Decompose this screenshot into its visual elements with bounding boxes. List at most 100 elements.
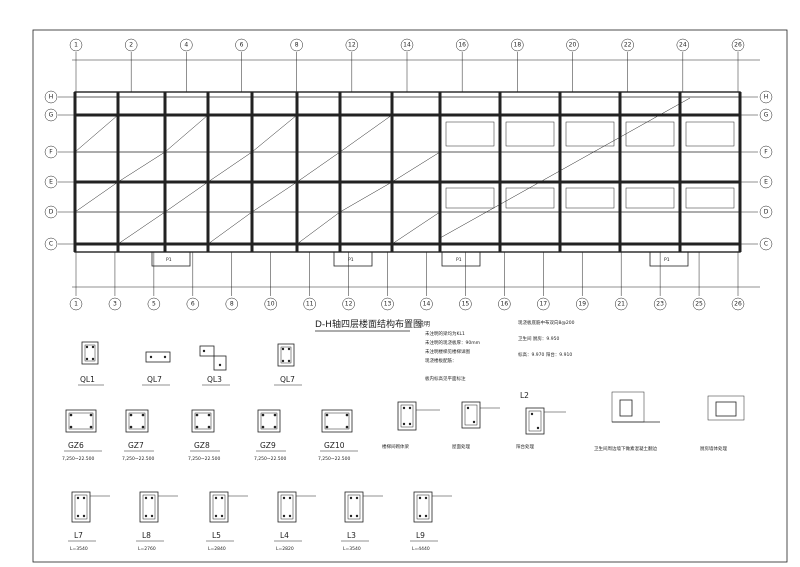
axis-label: 11 bbox=[306, 301, 314, 308]
annotation-leader bbox=[439, 97, 691, 239]
axis-label: G bbox=[49, 112, 54, 119]
axis-bubble bbox=[124, 38, 138, 52]
column-section bbox=[65, 409, 97, 433]
detail-label: GZ7 bbox=[128, 441, 144, 450]
slab-panel bbox=[505, 121, 555, 147]
detail-spec: L=3540 bbox=[343, 546, 361, 552]
axis-label: 8 bbox=[295, 42, 299, 49]
detail-label: QL7 bbox=[280, 375, 295, 384]
detail-label: L9 bbox=[416, 531, 425, 540]
slab-diagonal bbox=[296, 211, 341, 245]
slab-diagonal bbox=[251, 114, 298, 153]
note-line: 板内标高见平面标注 bbox=[425, 375, 466, 382]
axis-label: H bbox=[764, 94, 769, 101]
axis-label: 6 bbox=[191, 301, 195, 308]
axis-label: 4 bbox=[184, 42, 188, 49]
axis-label: E bbox=[49, 179, 53, 186]
wall-detail-a: 卫生间周边墙下做素混凝土翻边 bbox=[594, 391, 660, 452]
axis-bubble bbox=[345, 38, 359, 52]
rebar bbox=[273, 425, 277, 429]
rebar bbox=[349, 514, 353, 518]
axis-label: C bbox=[764, 241, 768, 248]
axis-bubble bbox=[69, 297, 83, 311]
rebar bbox=[355, 514, 359, 518]
rebar bbox=[349, 496, 353, 500]
section-note: 屋面处理 bbox=[452, 443, 470, 450]
slab-diagonal bbox=[117, 151, 166, 183]
detail-spec: L=2760 bbox=[138, 546, 156, 552]
rebar bbox=[418, 514, 422, 518]
axis-label: F bbox=[764, 149, 768, 156]
rebar bbox=[282, 496, 286, 500]
beam-section bbox=[139, 491, 159, 523]
axis-label: 16 bbox=[458, 42, 466, 49]
axis-label: 14 bbox=[423, 301, 431, 308]
axis-label: D bbox=[49, 209, 54, 216]
axis-label: 18 bbox=[514, 42, 522, 49]
rebar bbox=[150, 496, 154, 500]
axis-bubble bbox=[537, 297, 550, 311]
rebar bbox=[345, 413, 349, 417]
axis-label: 21 bbox=[617, 301, 625, 308]
rebar bbox=[76, 514, 80, 518]
slab-diagonal bbox=[296, 151, 341, 183]
detail-spec: L=3540 bbox=[70, 546, 88, 552]
slab-diagonal bbox=[251, 181, 298, 213]
stirrup bbox=[68, 412, 94, 430]
detail-ql3: QL3 bbox=[199, 345, 230, 386]
axis-bubble bbox=[511, 38, 524, 52]
axis-bubble bbox=[420, 297, 433, 311]
notes-heading: 说明 bbox=[418, 320, 430, 328]
axis-label: 8 bbox=[230, 301, 234, 308]
axis-bubble bbox=[44, 175, 58, 189]
axis-bubble bbox=[498, 297, 511, 311]
stirrup bbox=[280, 494, 294, 520]
axis-bubble bbox=[759, 205, 773, 219]
slab-diagonal bbox=[391, 211, 441, 245]
axis-label: 3 bbox=[113, 301, 117, 308]
axis-label: 20 bbox=[569, 42, 577, 49]
detail-ql7-b: QL7 bbox=[274, 343, 302, 386]
axis-bubble bbox=[731, 38, 745, 52]
beam-section bbox=[344, 491, 364, 523]
detail-label: GZ8 bbox=[194, 441, 210, 450]
detail-note: 卫生间周边墙下做素混凝土翻边 bbox=[594, 445, 657, 452]
column-section bbox=[257, 409, 281, 433]
detail-label: L4 bbox=[280, 531, 289, 540]
rebar bbox=[129, 425, 133, 429]
note-right-line: 现浇板底筋中布双向8@200 bbox=[518, 319, 575, 326]
detail-spec: 7,250~22.500 bbox=[254, 456, 287, 462]
axis-bubble bbox=[759, 145, 773, 159]
stirrup bbox=[324, 412, 350, 430]
rebar bbox=[424, 514, 428, 518]
axis-bubble bbox=[264, 297, 277, 311]
slab-panel bbox=[565, 121, 615, 147]
gz-detail-row: GZ67,250~22.500GZ77,250~22.500GZ87,250~2… bbox=[62, 409, 358, 462]
rebar bbox=[325, 425, 329, 429]
slab-diagonal bbox=[164, 181, 209, 213]
axis-bubble bbox=[566, 38, 579, 52]
detail-label: QL1 bbox=[80, 375, 95, 384]
axis-bubble bbox=[147, 297, 161, 311]
rebar bbox=[288, 514, 292, 518]
slab-diagonal bbox=[74, 114, 119, 153]
note-line: 现浇楼板配筋： bbox=[425, 357, 457, 364]
rebar bbox=[150, 514, 154, 518]
axis-label: 10 bbox=[267, 301, 275, 308]
note-right-line: 标高：9.970 阳台：9.910 bbox=[518, 351, 572, 358]
stair-label: P1 bbox=[166, 257, 172, 263]
detail-spec: L=2820 bbox=[276, 546, 294, 552]
l-detail-row: L7L=3540L8L=2760L5L=2840L4L=2820L3L=3540… bbox=[68, 491, 452, 552]
detail-label: GZ6 bbox=[68, 441, 84, 450]
axis-label: 1 bbox=[74, 42, 78, 49]
axis-bubble bbox=[44, 145, 58, 159]
stirrup bbox=[260, 412, 278, 430]
detail-label: QL3 bbox=[207, 375, 222, 384]
plan-slab-diagonals bbox=[74, 114, 735, 245]
axis-label: 13 bbox=[384, 301, 392, 308]
stirrup bbox=[347, 494, 361, 520]
column-section bbox=[321, 409, 353, 433]
section-l2-c: L2 阳台处理 bbox=[516, 391, 566, 450]
slab-diagonal bbox=[164, 114, 209, 153]
